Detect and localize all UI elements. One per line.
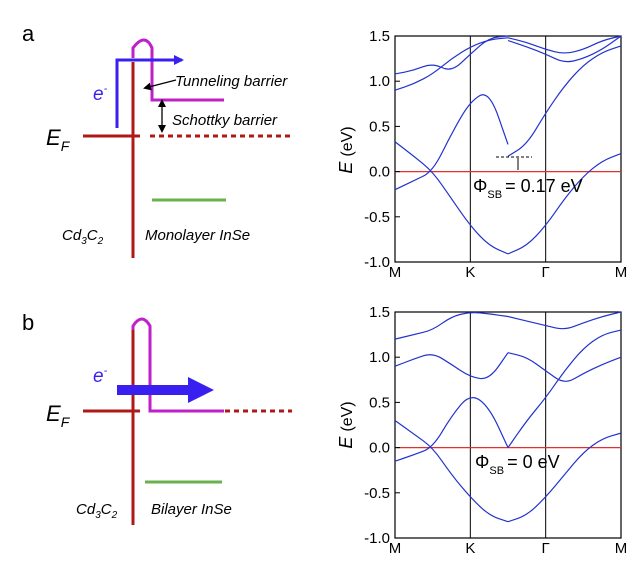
schottky-barrier-annotation: ΦSB= 0 eV <box>475 452 560 477</box>
band-line <box>394 37 509 91</box>
electron-path-arrow <box>115 55 184 128</box>
band-line <box>507 311 622 330</box>
panel-label: a <box>22 21 35 46</box>
fermi-label: EF <box>46 401 71 430</box>
band-line <box>394 419 509 523</box>
band-line <box>394 35 509 75</box>
band-line <box>394 141 509 255</box>
tunneling-label: Tunneling barrier <box>175 73 288 90</box>
schottky-barrier-annotation: ΦSB= 0.17 eV <box>473 176 583 201</box>
y-tick-label: -0.5 <box>364 209 390 226</box>
x-tick-label: K <box>465 264 475 281</box>
band-lines <box>394 311 622 538</box>
band-line <box>507 35 622 54</box>
band-line <box>507 152 622 255</box>
barrier-shape <box>131 317 224 413</box>
schottky-label: Schottky barrier <box>172 112 278 129</box>
band-line <box>507 432 622 523</box>
y-axis-label: E(eV) <box>336 126 356 173</box>
x-tick-label: Γ <box>542 264 550 281</box>
tunneling-barrier-shape <box>131 38 224 102</box>
y-tick-label: 1.5 <box>369 304 390 321</box>
metal-label: Cd3C2 <box>76 501 118 521</box>
fermi-label: EF <box>46 125 71 154</box>
panel-label: b <box>22 310 34 335</box>
tunneling-pointer <box>143 79 177 91</box>
x-tick-label: M <box>389 540 402 557</box>
semiconductor-label: Bilayer InSe <box>151 501 232 518</box>
band-line <box>394 94 509 191</box>
metal-label: Cd3C2 <box>62 227 104 247</box>
band-line <box>507 35 622 63</box>
plot-frame <box>394 35 622 263</box>
x-tick-label: M <box>389 264 402 281</box>
band-line <box>507 352 622 382</box>
y-tick-label: 0.0 <box>369 164 390 181</box>
y-tick-label: 1.0 <box>369 349 390 366</box>
y-tick-label: 0.5 <box>369 118 390 135</box>
semiconductor-label: Monolayer InSe <box>145 227 250 244</box>
y-tick-label: 0.5 <box>369 394 390 411</box>
band-lines <box>394 35 622 262</box>
x-tick-label: M <box>615 540 628 557</box>
band-line <box>394 352 509 380</box>
panel-a-schematic: a e- Tunneling barrier Schottky barrier … <box>22 21 292 258</box>
plot-frame <box>394 311 622 539</box>
band-line <box>394 312 509 340</box>
electron-label: e- <box>93 83 108 105</box>
y-axis-label: E(eV) <box>336 401 356 448</box>
x-tick-label: Γ <box>542 540 550 557</box>
electron-arrow <box>117 377 214 403</box>
y-tick-label: 1.5 <box>369 28 390 45</box>
y-tick-label: -1.0 <box>364 254 390 271</box>
panel-b-schematic: b e- EF Cd3C2 Bilayer InSe <box>22 310 292 525</box>
y-tick-label: -1.0 <box>364 530 390 547</box>
band-line <box>507 329 622 448</box>
x-tick-label: K <box>465 540 475 557</box>
y-tick-label: 1.0 <box>369 73 390 90</box>
y-tick-label: 0.0 <box>369 440 390 457</box>
band-line <box>507 45 622 157</box>
electron-label: e- <box>93 365 108 387</box>
x-tick-label: M <box>615 264 628 281</box>
band-line <box>394 397 509 462</box>
y-tick-label: -0.5 <box>364 485 390 502</box>
